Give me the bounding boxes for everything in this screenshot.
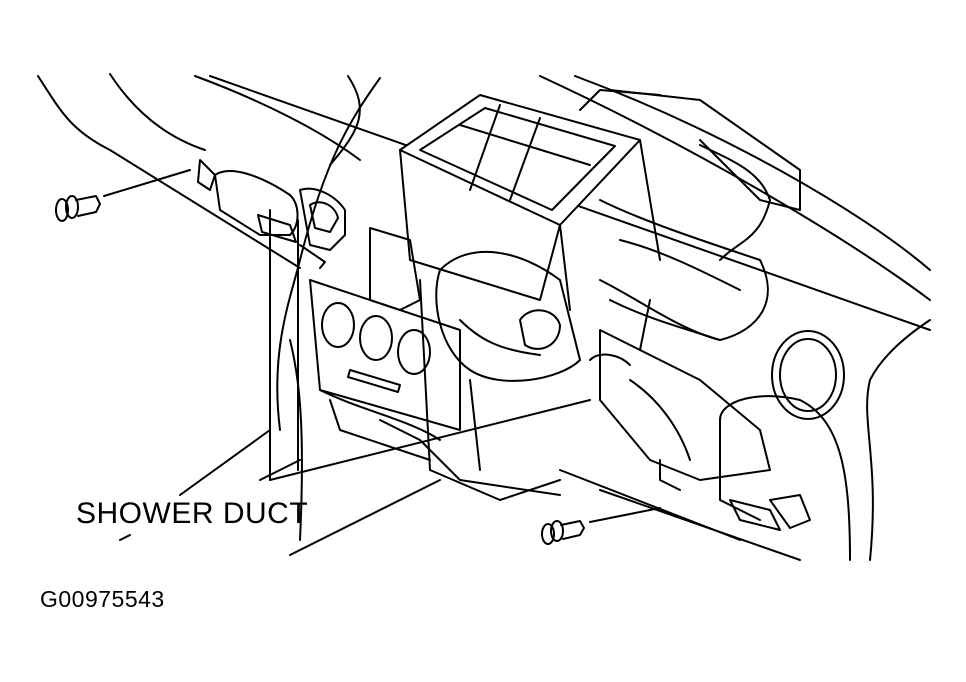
center-duct-housing	[369, 227, 771, 501]
figure-id: G00975543	[40, 586, 165, 612]
callout-leaders	[119, 209, 591, 556]
lower-right-panel	[559, 395, 851, 561]
clip-icon-upper	[55, 169, 191, 222]
right-vent	[771, 330, 845, 420]
shower-duct-label: SHOWER DUCT	[76, 497, 309, 530]
left-shower-duct-part	[197, 159, 346, 269]
instrument-cluster	[309, 279, 461, 461]
heater-unit	[399, 89, 801, 401]
clip-icon-lower	[541, 507, 661, 545]
